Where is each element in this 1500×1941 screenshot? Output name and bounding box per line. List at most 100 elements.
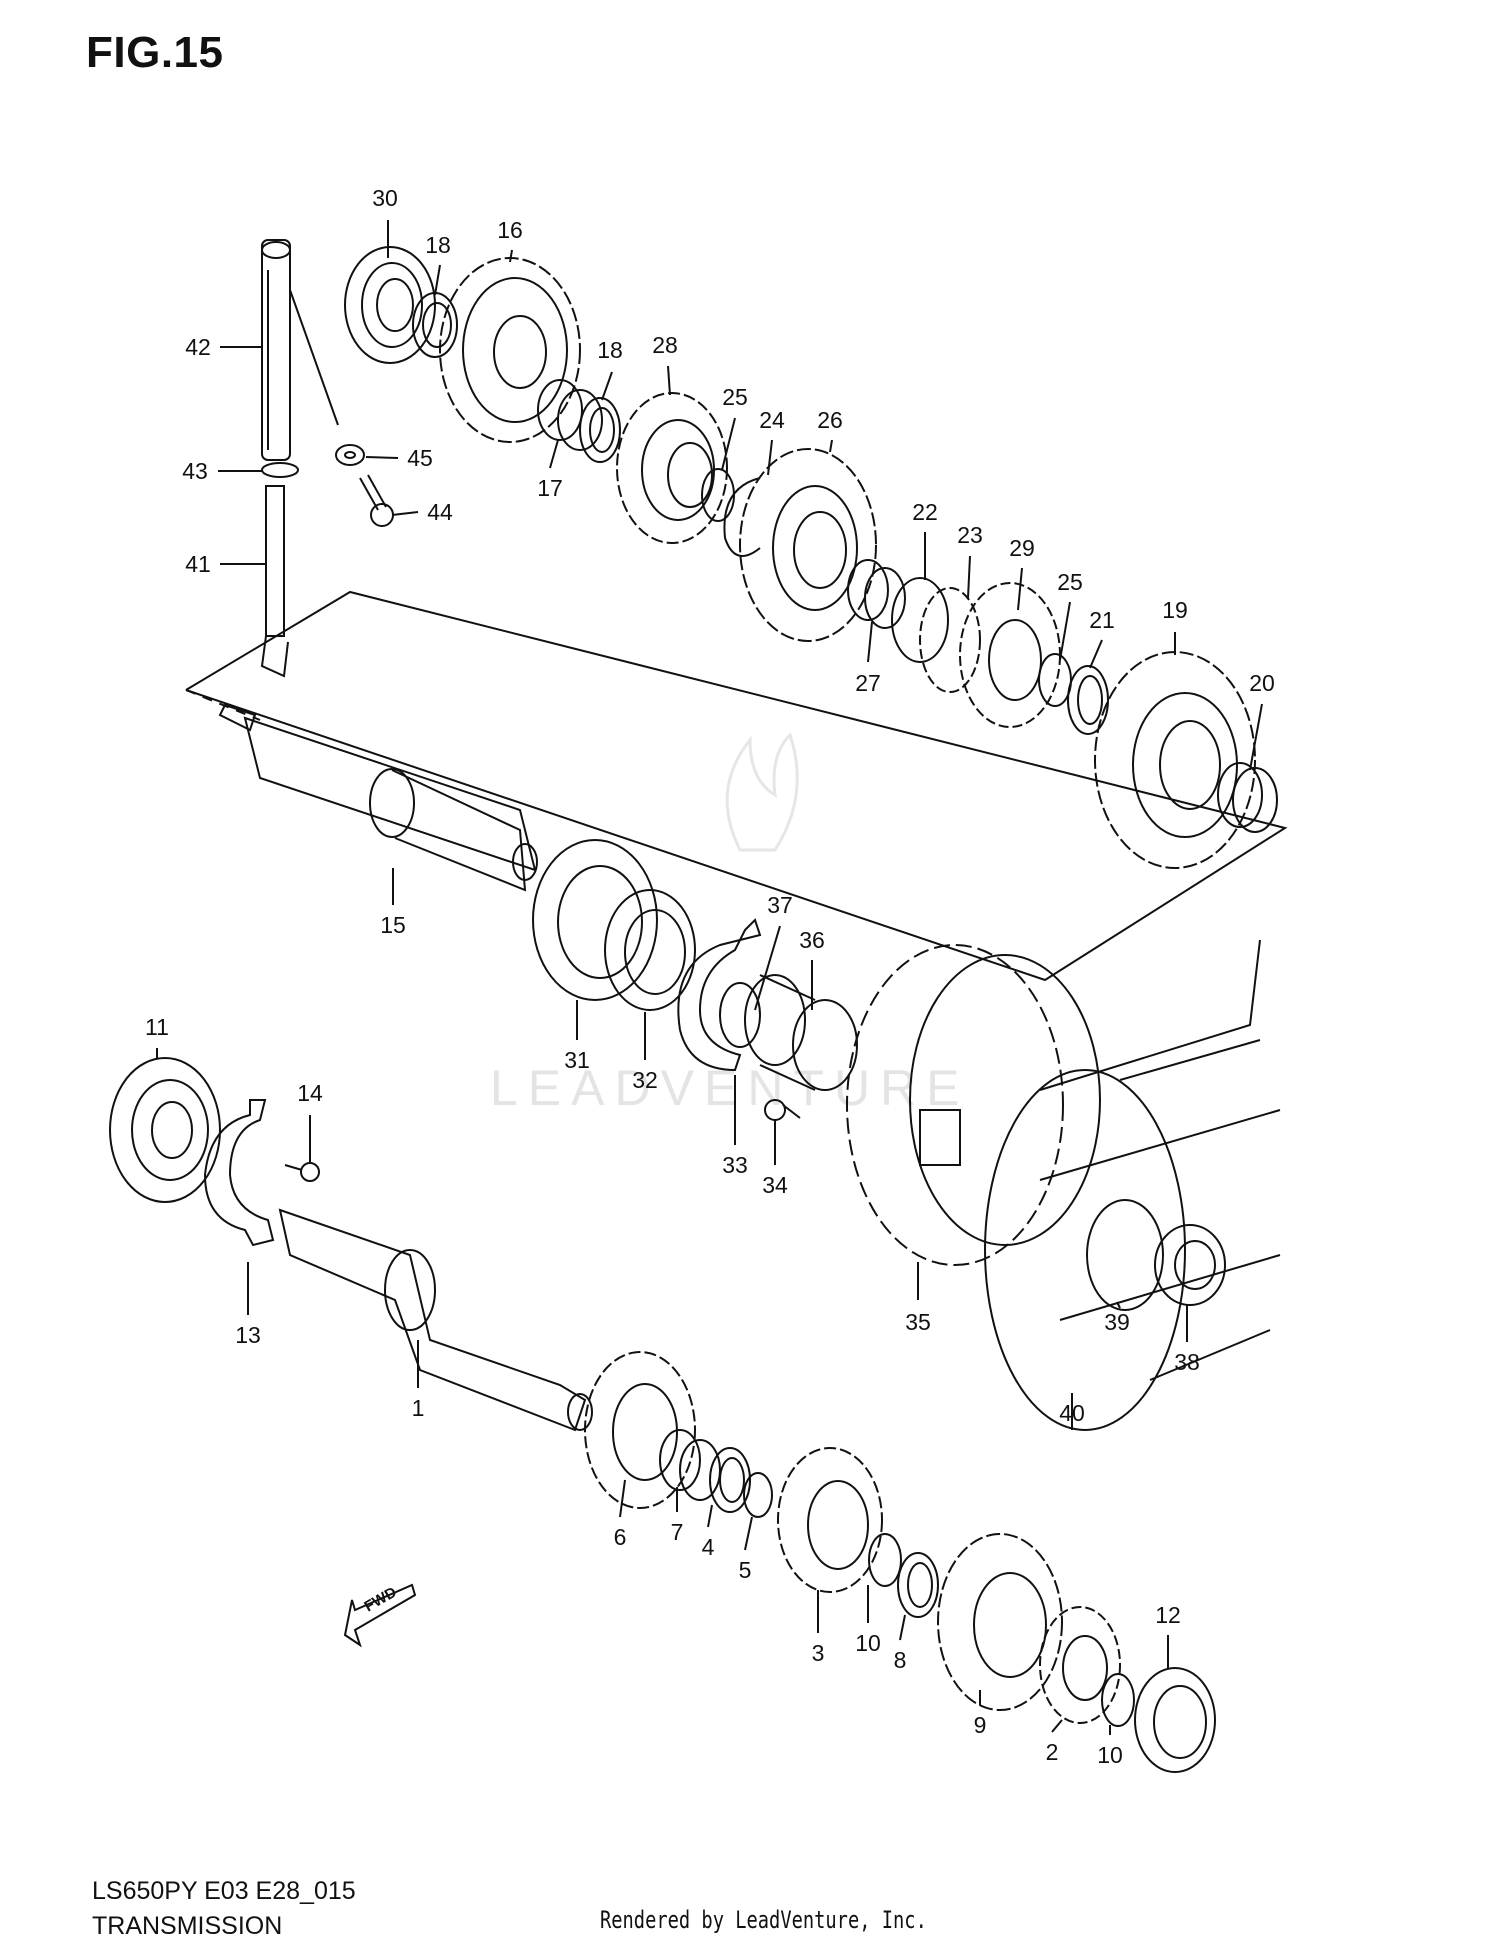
drive-shaft-part — [218, 703, 538, 892]
callout-number: 21 — [1089, 607, 1115, 633]
callout-number: 1 — [412, 1395, 425, 1421]
callout-leader-line — [754, 925, 781, 1011]
callout-leader-line — [707, 1504, 713, 1528]
bearing-part — [344, 246, 436, 364]
circlip-part — [868, 1533, 902, 1587]
callout-leader-line — [434, 264, 441, 296]
callout-number: 4 — [702, 1534, 715, 1560]
nut-part — [1154, 1224, 1226, 1306]
section-name: TRANSMISSION — [92, 1912, 283, 1940]
callout-number: 24 — [759, 407, 785, 433]
callout-number: 32 — [632, 1067, 658, 1093]
bushing-part — [1217, 762, 1278, 833]
callout-leader-line — [1051, 1719, 1063, 1733]
callout-number: 41 — [185, 551, 211, 577]
callout-number: 34 — [762, 1172, 788, 1198]
gear-part — [1039, 1606, 1121, 1724]
gear-part — [891, 577, 949, 663]
callout-number: 5 — [739, 1557, 752, 1583]
callout-number: 18 — [425, 232, 451, 258]
callout-number: 17 — [537, 475, 563, 501]
callout-number: 39 — [1104, 1309, 1130, 1335]
callout-number: 37 — [767, 892, 793, 918]
callout-leader-line — [1116, 1301, 1121, 1309]
circlip-part — [743, 1472, 773, 1518]
figure-title: FIG.15 — [86, 28, 224, 77]
screw-part — [284, 1162, 320, 1182]
model-code: LS650PY E03 E28_015 — [92, 1877, 356, 1905]
assembly-outline — [185, 590, 1288, 982]
callout-leader-line — [899, 1614, 906, 1641]
callout-number: 15 — [380, 912, 406, 938]
bushing-part — [537, 379, 603, 451]
shift-shaft-part — [260, 239, 299, 678]
callout-number: 25 — [722, 384, 748, 410]
callout-leader-line — [767, 439, 773, 476]
callout-leaders — [156, 220, 1263, 1735]
callout-number: 9 — [974, 1712, 987, 1738]
drive-belt-part — [984, 939, 1281, 1431]
callout-number: 44 — [427, 499, 453, 525]
callout-number: 19 — [1162, 597, 1188, 623]
callout-leader-line — [549, 439, 559, 469]
gear-part — [777, 1447, 883, 1593]
callout-number: 3 — [812, 1640, 825, 1666]
washer-part — [1067, 665, 1109, 735]
render-credit: Rendered by LeadVenture, Inc. — [600, 1906, 927, 1934]
callout-number: 45 — [407, 445, 433, 471]
washer-part — [412, 292, 458, 358]
watermark-text: LEADVENTURE — [490, 1060, 970, 1116]
washer-part — [723, 477, 761, 557]
callout-leader-line — [1059, 601, 1071, 661]
washer-part — [709, 1447, 751, 1513]
callout-leader-line — [967, 555, 971, 599]
callout-number: 31 — [564, 1047, 590, 1073]
callout-leader-line — [867, 621, 873, 663]
callout-number: 35 — [905, 1309, 931, 1335]
callout-number: 13 — [235, 1322, 261, 1348]
callout-number: 11 — [145, 1014, 169, 1040]
circlip-part — [1101, 1673, 1135, 1727]
callout-leader-line — [619, 1479, 626, 1518]
callout-number: 10 — [855, 1630, 881, 1656]
callout-number: 43 — [182, 458, 208, 484]
callout-number: 7 — [671, 1519, 684, 1545]
gear-part — [919, 587, 981, 693]
callout-number: 40 — [1059, 1400, 1085, 1426]
callout-number: 10 — [1097, 1742, 1123, 1768]
callout-leader-line — [391, 511, 419, 516]
washer-part — [897, 1552, 939, 1618]
callout-leader-line — [744, 1516, 753, 1551]
callout-number: 12 — [1155, 1602, 1181, 1628]
callout-number: 14 — [297, 1080, 323, 1106]
bracket-part — [677, 918, 762, 1072]
callout-number: 29 — [1009, 535, 1035, 561]
callout-leader-line — [365, 456, 399, 459]
countershaft-part — [278, 1208, 593, 1432]
bearing-part — [1134, 1667, 1216, 1773]
callout-leader-line — [509, 249, 513, 263]
callout-leader-line — [1017, 567, 1023, 611]
bearing-part — [532, 839, 658, 1001]
gear-part — [959, 582, 1061, 728]
circlip-part — [1038, 653, 1072, 707]
callout-number: 6 — [614, 1524, 627, 1550]
callout-number: 16 — [497, 217, 523, 243]
oil-seal-part — [604, 889, 696, 1011]
callout-number: 38 — [1174, 1349, 1200, 1375]
callout-leader-line — [1089, 639, 1103, 669]
callout-number: 8 — [894, 1647, 907, 1673]
gear-part — [739, 448, 877, 642]
bushing-part — [659, 1429, 721, 1501]
gear-part — [616, 392, 728, 544]
callout-leader-line — [1249, 703, 1263, 771]
callout-number: 26 — [817, 407, 843, 433]
callout-leader-line — [721, 417, 736, 471]
sprocket-part — [1086, 1199, 1164, 1311]
fwd-label: FWD — [362, 1584, 400, 1616]
sprocket-part — [846, 944, 1101, 1266]
callout-number: 23 — [957, 522, 983, 548]
